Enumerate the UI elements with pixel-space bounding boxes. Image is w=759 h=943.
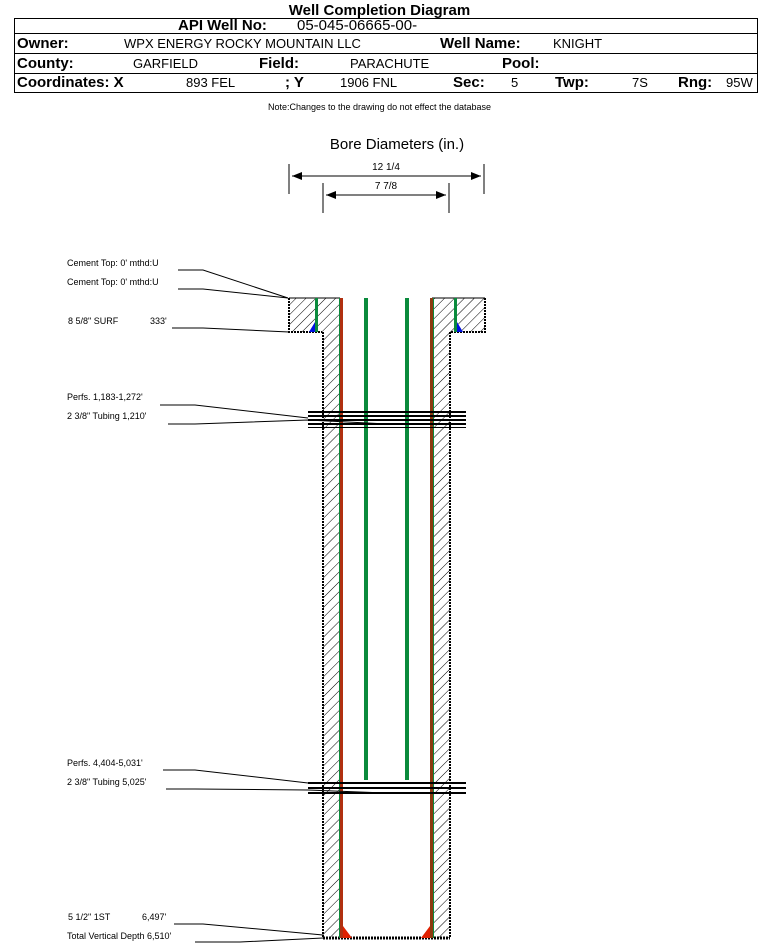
production-casing-label: 5 1/2" 1ST	[68, 912, 111, 922]
cement-top-label-2: Cement Top: 0' mthd:U	[67, 277, 159, 287]
sec-value: 5	[511, 75, 519, 90]
well-name-value: KNIGHT	[553, 36, 603, 51]
perfs-upper-leader	[160, 404, 309, 419]
county-label: County:	[17, 55, 74, 72]
production-casing-left	[339, 298, 343, 938]
county-value: GARFIELD	[133, 56, 199, 71]
api-value: 05-045-06665-00-	[297, 17, 418, 34]
perforations-upper	[308, 411, 466, 428]
rng-label: Rng:	[678, 74, 713, 91]
api-row: API Well No: 05-045-06665-00-	[15, 17, 757, 34]
production-casing-left-edge	[339, 298, 340, 938]
county-row: County: GARFIELD Field: PARACHUTE Pool:	[15, 54, 757, 74]
coord-y-label: ; Y	[285, 74, 304, 91]
perfs-upper-label: Perfs. 1,183-1,272'	[67, 392, 143, 402]
owner-label: Owner:	[17, 35, 69, 52]
tvd-leader	[195, 937, 324, 943]
owner-value: WPX ENERGY ROCKY MOUNTAIN LLC	[124, 36, 361, 51]
sec-label: Sec:	[453, 74, 485, 91]
tubing-upper-label: 2 3/8" Tubing 1,210'	[67, 411, 147, 421]
coordinates-row: Coordinates: X 893 FEL ; Y 1906 FNL Sec:…	[15, 74, 757, 93]
surface-casing-label: 8 5/8" SURF	[68, 316, 119, 326]
tubing-lower-leader	[166, 788, 387, 794]
coord-x-label: Coordinates: X	[17, 74, 124, 91]
rng-value: 95W	[726, 75, 753, 90]
field-value: PARACHUTE	[350, 56, 430, 71]
outer-bore-label: 12 1/4	[372, 162, 400, 173]
production-cement-shoe-right	[421, 926, 430, 938]
owner-row: Owner: WPX ENERGY ROCKY MOUNTAIN LLC Wel…	[15, 34, 757, 54]
tubing-lower-label: 2 3/8" Tubing 5,025'	[67, 777, 147, 787]
api-label: API Well No:	[178, 17, 267, 34]
surface-casing-depth: 333'	[150, 316, 167, 326]
perforations-lower	[308, 782, 466, 794]
coord-x-value: 893 FEL	[186, 75, 236, 90]
production-casing-right-edge	[433, 298, 434, 938]
bore-diameters-title: Bore Diameters (in.)	[330, 136, 464, 153]
perfs-lower-label: Perfs. 4,404-5,031'	[67, 758, 143, 768]
coord-y-value: 1906 FNL	[340, 75, 398, 90]
well-header-table: API Well No: 05-045-06665-00- Owner: WPX…	[14, 17, 758, 93]
database-note: Note:Changes to the drawing do not effec…	[268, 102, 491, 112]
tubing-left	[364, 298, 368, 780]
diagram-title: Well Completion Diagram	[288, 2, 471, 19]
cement-top-leader-1	[178, 269, 289, 299]
production-cement-right	[432, 332, 451, 938]
inner-bore-label: 7 7/8	[375, 181, 398, 192]
pool-label: Pool:	[502, 55, 540, 72]
cement-top-label-1: Cement Top: 0' mthd:U	[67, 258, 159, 268]
surface-cement-shoe-right	[457, 322, 463, 332]
production-cement-shoe-left	[343, 926, 352, 938]
field-label: Field:	[259, 55, 299, 72]
production-casing-leader	[174, 923, 324, 936]
tvd-label: Total Vertical Depth 6,510'	[67, 931, 172, 941]
production-cement-left	[322, 332, 340, 938]
twp-value: 7S	[632, 75, 648, 90]
production-casing-depth: 6,497'	[142, 912, 167, 922]
cement-top-leader-2	[178, 288, 289, 299]
surface-cement-shoe-left	[309, 322, 315, 332]
tubing-upper-leader	[168, 419, 387, 425]
surface-casing-left	[315, 298, 318, 332]
production-casing-right	[430, 298, 434, 938]
perfs-lower-leader	[163, 769, 309, 784]
surface-casing-right	[454, 298, 457, 332]
surface-casing-leader	[172, 327, 290, 333]
tubing-right	[405, 298, 409, 780]
well-name-label: Well Name:	[440, 35, 521, 52]
twp-label: Twp:	[555, 74, 589, 91]
